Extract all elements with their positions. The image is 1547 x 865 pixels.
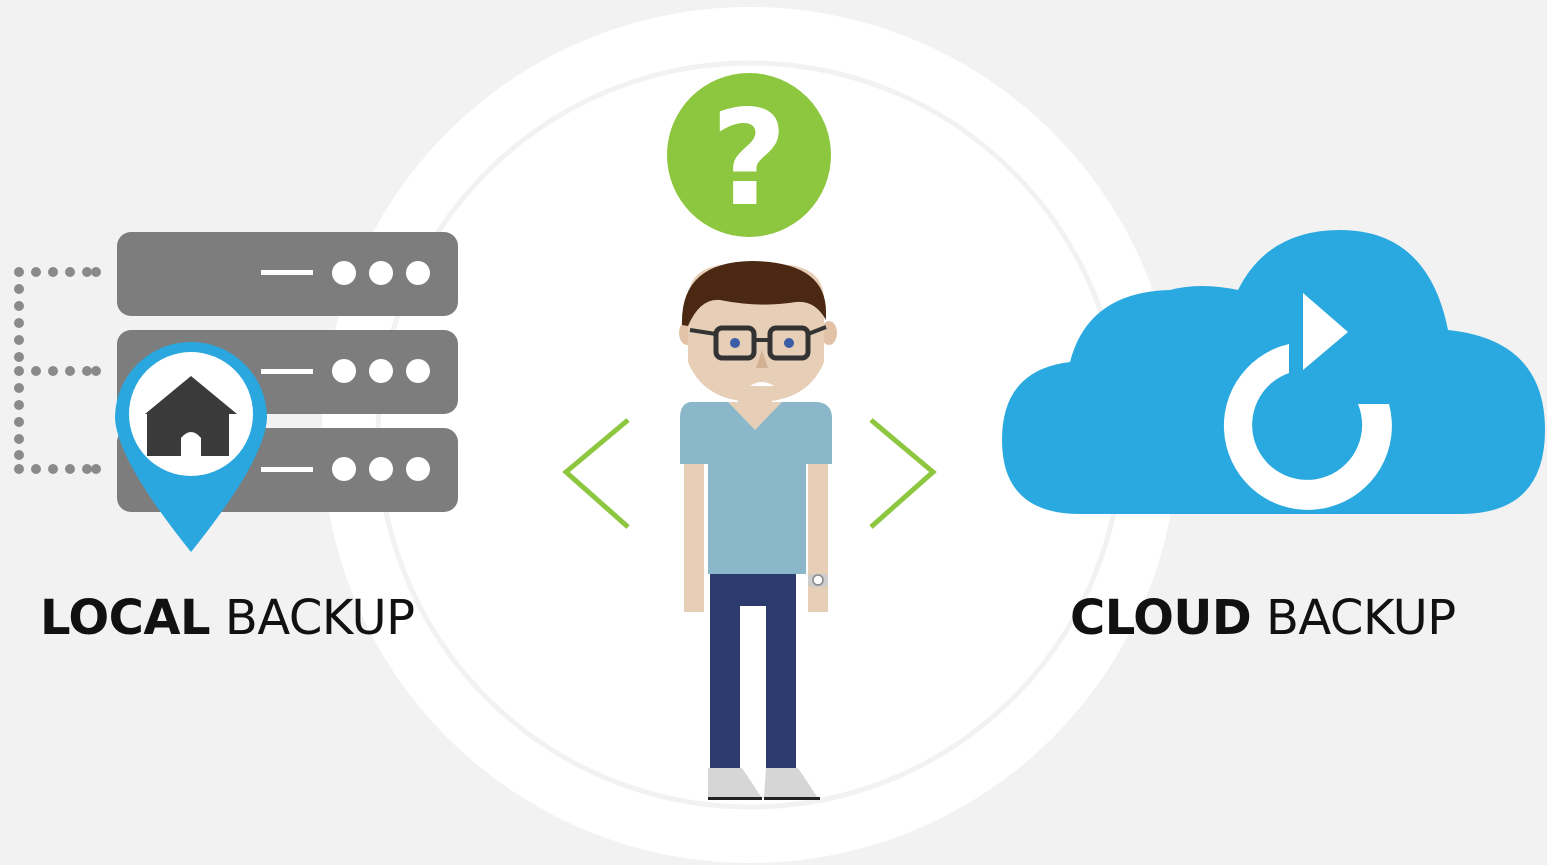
refresh-arrow-icon — [1223, 293, 1392, 510]
question-mark: ? — [711, 82, 788, 236]
cloud-label-bold: CLOUD — [1070, 590, 1252, 646]
right-chevron-icon — [869, 418, 937, 529]
local-label-regular: BACKUP — [224, 590, 415, 646]
left-chevron-icon — [562, 418, 630, 529]
cloud-label-regular: BACKUP — [1266, 590, 1456, 646]
question-bubble-icon: ? — [667, 73, 831, 237]
dotted-connector — [14, 267, 101, 474]
cloud-backup-label: CLOUD BACKUP — [1070, 594, 1456, 642]
home-location-pin-icon — [115, 341, 267, 552]
local-label-bold: LOCAL — [40, 590, 211, 646]
confused-person-icon — [679, 261, 837, 800]
local-backup-label: LOCAL BACKUP — [40, 594, 415, 642]
